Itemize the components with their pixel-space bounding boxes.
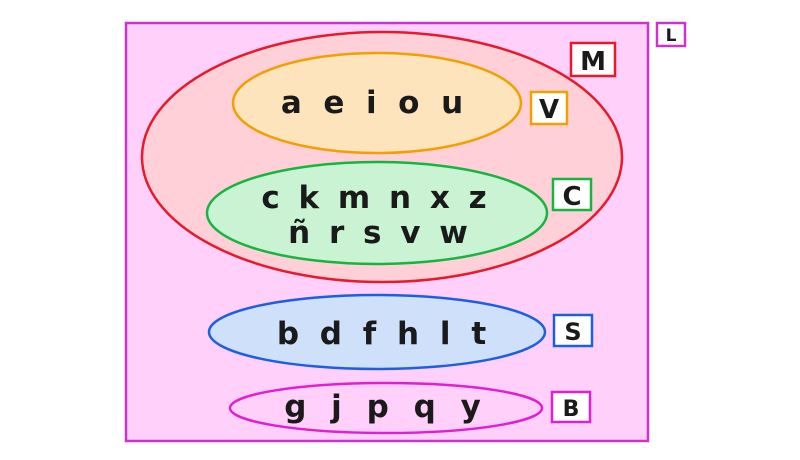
set-s-tag: S (564, 318, 581, 346)
set-c-tag: C (562, 182, 581, 212)
set-b-tag: B (563, 397, 580, 422)
set-b-ellipse (228, 381, 544, 435)
set-v-tag-box (529, 90, 569, 126)
set-b-tag-box (550, 390, 592, 424)
set-c-letters-line1: c k m n x z (261, 180, 490, 216)
set-v-tag: V (539, 95, 559, 125)
set-s-ellipse (207, 293, 547, 371)
set-s-tag-box (552, 313, 594, 348)
set-v-ellipse (231, 51, 523, 155)
set-s-letters: b d f h l t (277, 316, 491, 352)
set-l-tag: L (666, 26, 677, 46)
set-m-tag-box (569, 41, 617, 78)
set-c-tag-box (551, 177, 593, 212)
set-c-ellipse (205, 160, 549, 266)
set-l-tag-box (655, 21, 687, 48)
set-v-letters: a e i o u (281, 85, 463, 121)
set-m-tag: M (580, 47, 606, 77)
set-b-letters: g j p q y (284, 389, 488, 425)
set-c-letters-line2: ñ r s v w (288, 215, 472, 251)
